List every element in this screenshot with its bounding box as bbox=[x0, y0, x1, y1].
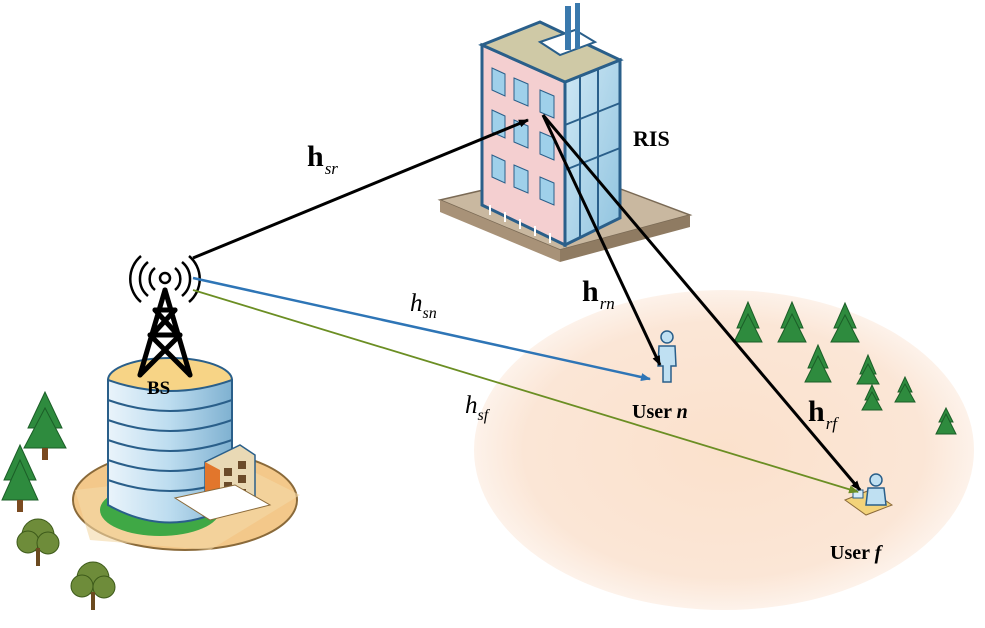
ris-label: RIS bbox=[633, 126, 670, 151]
link-h-sr bbox=[192, 118, 529, 260]
h-sf-symbol: h bbox=[465, 392, 478, 419]
h-sn-symbol: h bbox=[410, 290, 423, 317]
link-h-sn bbox=[192, 276, 651, 381]
trees-right bbox=[733, 300, 957, 435]
link-h-sf bbox=[192, 289, 859, 494]
h-rf-subscript: rf bbox=[825, 414, 838, 433]
label-h-rf: hrf bbox=[808, 395, 837, 433]
h-rn-symbol: h bbox=[582, 275, 599, 308]
h-rf-symbol: h bbox=[808, 395, 825, 428]
label-h-sf: hsf bbox=[465, 392, 488, 424]
ris-building bbox=[437, 3, 693, 262]
label-h-sn: hsn bbox=[410, 290, 437, 322]
user-n-icon bbox=[657, 330, 677, 383]
user-n-label: User n bbox=[632, 401, 688, 424]
coverage-area bbox=[474, 290, 974, 610]
h-rn-subscript: rn bbox=[599, 294, 615, 313]
link-h-rn bbox=[541, 114, 662, 366]
h-sr-symbol: h bbox=[307, 140, 324, 173]
label-h-sr: hsr bbox=[307, 140, 338, 178]
label-h-rn: hrn bbox=[582, 275, 615, 313]
trees-left bbox=[1, 390, 116, 610]
link-h-rf bbox=[541, 114, 862, 491]
bs-label: BS bbox=[147, 378, 171, 399]
h-sn-subscript: sn bbox=[422, 305, 437, 322]
user-f-text: User bbox=[830, 542, 875, 564]
user-n-var: n bbox=[676, 401, 688, 423]
bs-building bbox=[72, 357, 300, 551]
user-f-var: f bbox=[874, 542, 882, 564]
user-f-label: User f bbox=[830, 542, 881, 565]
user-n-text: User bbox=[632, 401, 677, 423]
h-sr-subscript: sr bbox=[324, 159, 338, 178]
h-sf-subscript: sf bbox=[477, 407, 489, 424]
antenna-tower-icon bbox=[137, 287, 193, 378]
user-f-icon bbox=[843, 473, 894, 516]
